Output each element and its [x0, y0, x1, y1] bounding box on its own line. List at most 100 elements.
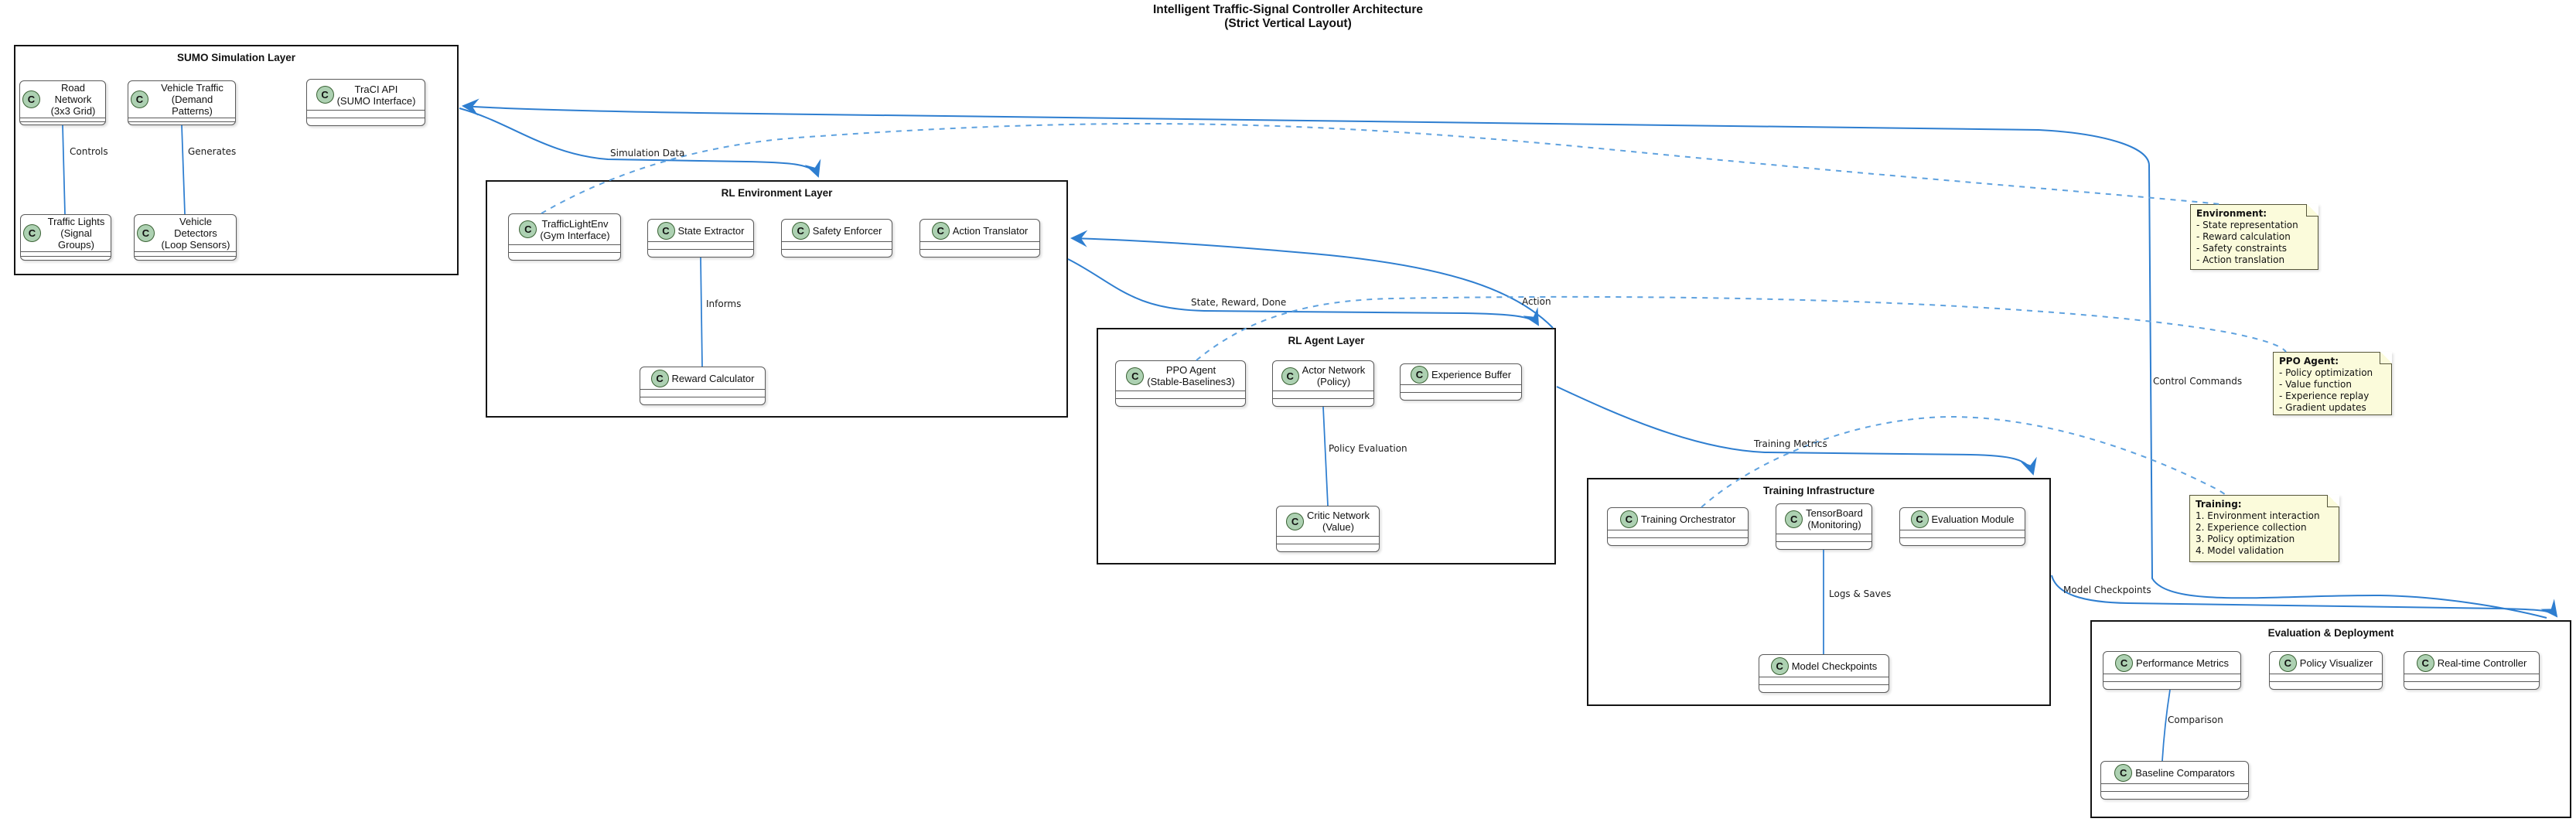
methods-compartment	[1273, 398, 1373, 406]
diagram-title-line1: Intelligent Traffic-Signal Controller Ar…	[1152, 3, 1424, 16]
class-icon: C	[1770, 657, 1789, 675]
class-name: Performance Metrics	[2136, 657, 2229, 669]
class-baseline-comparators: C Baseline Comparators	[2100, 761, 2249, 800]
methods-compartment	[2270, 681, 2382, 689]
methods-compartment	[135, 255, 236, 261]
class-icon: C	[657, 221, 675, 240]
note-title: PPO Agent:	[2279, 356, 2339, 367]
note-line: - Value function	[2279, 379, 2352, 390]
class-icon: C	[23, 224, 41, 242]
methods-compartment	[648, 249, 753, 257]
fields-compartment	[920, 241, 1039, 249]
class-trafficlightenv: C TrafficLightEnv(Gym Interface)	[508, 213, 621, 261]
fields-compartment	[1273, 391, 1373, 398]
edge-training-metrics	[1556, 386, 2037, 476]
class-icon: C	[1281, 367, 1299, 385]
class-name: State Extractor	[677, 224, 745, 237]
class-name: Vehicle Detectors(Loop Sensors)	[161, 216, 230, 251]
class-icon: C	[1286, 512, 1305, 530]
package-title: SUMO Simulation Layer	[176, 52, 296, 63]
fields-compartment	[640, 389, 765, 397]
class-experience-buffer: C Experience Buffer	[1400, 363, 1522, 401]
class-name: Action Translator	[952, 224, 1029, 237]
class-icon: C	[2416, 653, 2434, 672]
edge-label-simulation-data: Simulation Data	[610, 148, 685, 159]
methods-compartment	[1277, 544, 1379, 551]
class-traci-api: C TraCI API(SUMO Interface)	[306, 79, 425, 126]
fields-compartment	[1900, 530, 2025, 537]
methods-compartment	[782, 249, 892, 257]
class-training-orchestrator: C Training Orchestrator	[1607, 507, 1749, 546]
class-icon: C	[22, 90, 40, 108]
note-environment: Environment: - State representation - Re…	[2190, 204, 2318, 270]
fields-compartment	[2270, 674, 2382, 681]
diagram-title: Intelligent Traffic-Signal Controller Ar…	[0, 3, 2576, 31]
note-line: 4. Model validation	[2196, 545, 2284, 556]
edge-label-generates: Generates	[188, 146, 237, 157]
fields-compartment	[20, 118, 105, 121]
edge-label-model-checkpoints: Model Checkpoints	[2063, 585, 2151, 595]
methods-compartment	[2101, 791, 2248, 799]
note-fold-icon	[2306, 204, 2318, 217]
class-icon: C	[1410, 365, 1428, 384]
class-icon: C	[1785, 510, 1803, 528]
class-name: Critic Network(Value)	[1307, 510, 1370, 533]
class-name: Real-time Controller	[2437, 657, 2527, 669]
class-name: Road Network(3x3 Grid)	[50, 82, 96, 117]
class-name: TrafficLightEnv(Gym Interface)	[540, 217, 610, 241]
note-line: 1. Environment interaction	[2196, 510, 2320, 521]
note-ppo-agent: PPO Agent: - Policy optimization - Value…	[2273, 352, 2392, 415]
note-line: - Safety constraints	[2196, 243, 2288, 254]
class-ppo-agent: C PPO Agent(Stable-Baselines3)	[1115, 360, 1246, 407]
methods-compartment	[1900, 537, 2025, 545]
class-icon: C	[519, 220, 537, 238]
edge-action	[1070, 230, 1554, 329]
class-performance-metrics: C Performance Metrics	[2103, 651, 2241, 690]
note-line: - Policy optimization	[2279, 367, 2373, 378]
methods-compartment	[2404, 681, 2539, 689]
class-icon: C	[2114, 763, 2133, 782]
class-icon: C	[316, 86, 334, 104]
class-vehicle-traffic: C Vehicle Traffic(Demand Patterns)	[128, 80, 236, 125]
class-name: Model Checkpoints	[1791, 660, 1878, 672]
class-name: Actor Network(Policy)	[1302, 364, 1366, 387]
class-state-extractor: C State Extractor	[647, 219, 754, 258]
edge-label-controls: Controls	[70, 146, 108, 157]
class-action-translator: C Action Translator	[920, 219, 1040, 258]
class-evaluation-module: C Evaluation Module	[1899, 507, 2025, 546]
fields-compartment	[1776, 534, 1871, 541]
class-name: TensorBoard(Monitoring)	[1806, 507, 1863, 530]
fields-compartment	[1759, 677, 1888, 684]
methods-compartment	[128, 121, 235, 125]
methods-compartment	[1116, 398, 1245, 406]
note-line: 2. Experience collection	[2196, 522, 2307, 533]
note-training: Training: 1. Environment interaction 2. …	[2189, 495, 2339, 562]
class-safety-enforcer: C Safety Enforcer	[781, 219, 892, 258]
edge-label-policy-evaluation: Policy Evaluation	[1329, 443, 1407, 454]
note-title: Training:	[2196, 499, 2242, 510]
fields-compartment	[21, 251, 111, 256]
note-line: - Action translation	[2196, 254, 2285, 265]
edge-label-training-metrics: Training Metrics	[1754, 438, 1827, 449]
class-icon: C	[931, 221, 950, 240]
fields-compartment	[2103, 674, 2240, 681]
class-name: Reward Calculator	[671, 372, 755, 384]
class-road-network: C Road Network(3x3 Grid)	[19, 80, 106, 125]
class-reward-calculator: C Reward Calculator	[640, 367, 766, 405]
class-vehicle-detectors: C Vehicle Detectors(Loop Sensors)	[134, 214, 237, 261]
class-name: Experience Buffer	[1431, 368, 1512, 380]
methods-compartment	[21, 255, 111, 261]
fields-compartment	[509, 244, 620, 252]
class-icon: C	[2115, 653, 2134, 672]
note-title: Environment:	[2196, 208, 2267, 219]
class-icon: C	[1619, 510, 1638, 528]
class-name: Traffic Lights(Signal Groups)	[47, 216, 105, 251]
note-fold-icon	[2380, 352, 2392, 364]
class-name: Safety Enforcer	[812, 224, 882, 237]
edge-state-reward-done	[1067, 258, 1540, 326]
edge-label-control-commands: Control Commands	[2153, 376, 2243, 387]
package-title: RL Environment Layer	[721, 187, 833, 199]
note-line: - Gradient updates	[2279, 402, 2366, 413]
class-icon: C	[650, 369, 669, 387]
